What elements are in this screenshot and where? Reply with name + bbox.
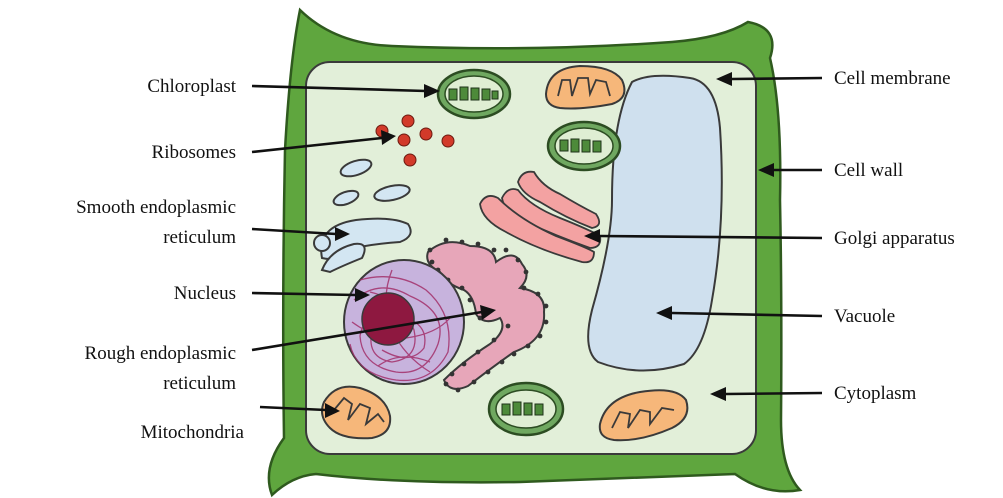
label-rough-er-line1: Rough endoplasmic (85, 343, 236, 364)
rough-er-dot (492, 248, 497, 253)
rough-er-dot (486, 370, 491, 375)
label-cell-membrane: Cell membrane (834, 68, 951, 89)
label-rough-er-line2: reticulum (163, 373, 236, 394)
rough-er-dot (460, 286, 465, 291)
nucleolus (362, 293, 414, 345)
rough-er-dot (450, 372, 455, 377)
chloroplast-right (548, 122, 620, 170)
label-mitochondria: Mitochondria (141, 422, 245, 443)
rough-er-dot (444, 238, 449, 243)
label-chloroplast: Chloroplast (147, 76, 236, 97)
label-vacuole: Vacuole (834, 306, 895, 327)
label-cytoplasm: Cytoplasm (834, 383, 917, 404)
rough-er-dot (544, 320, 549, 325)
rough-er-dot (536, 292, 541, 297)
rough-er-dot (512, 352, 517, 357)
rough-er-dot (506, 324, 511, 329)
rough-er-dot (524, 270, 529, 275)
mitochondrion-top (546, 66, 624, 109)
label-nucleus: Nucleus (174, 283, 236, 304)
chloroplast-bottom (489, 383, 563, 435)
rough-er-dot (492, 338, 497, 343)
nucleus (344, 260, 464, 384)
rough-er-dot (516, 258, 521, 263)
rough-er-dot (544, 304, 549, 309)
label-ribosomes: Ribosomes (152, 142, 236, 163)
chloroplast-top (438, 70, 510, 118)
rough-er-dot (522, 286, 527, 291)
rough-er-dot (468, 298, 473, 303)
rough-er-dot (538, 334, 543, 339)
rough-er-dot (476, 350, 481, 355)
rough-er-dot (476, 242, 481, 247)
rough-er-dot (472, 380, 477, 385)
rough-er-dot (428, 248, 433, 253)
label-smooth-er-line2: reticulum (163, 227, 236, 248)
rough-er-dot (526, 344, 531, 349)
rough-er-dot (460, 240, 465, 245)
rough-er-dot (504, 248, 509, 253)
rough-er-dot (462, 362, 467, 367)
label-cell-wall: Cell wall (834, 160, 903, 181)
label-smooth-er-line1: Smooth endoplasmic (76, 197, 236, 218)
rough-er-dot (456, 388, 461, 393)
rough-er-dot (500, 360, 505, 365)
rough-er-dot (444, 382, 449, 387)
rough-er-dot (430, 260, 435, 265)
label-golgi-apparatus: Golgi apparatus (834, 228, 955, 249)
